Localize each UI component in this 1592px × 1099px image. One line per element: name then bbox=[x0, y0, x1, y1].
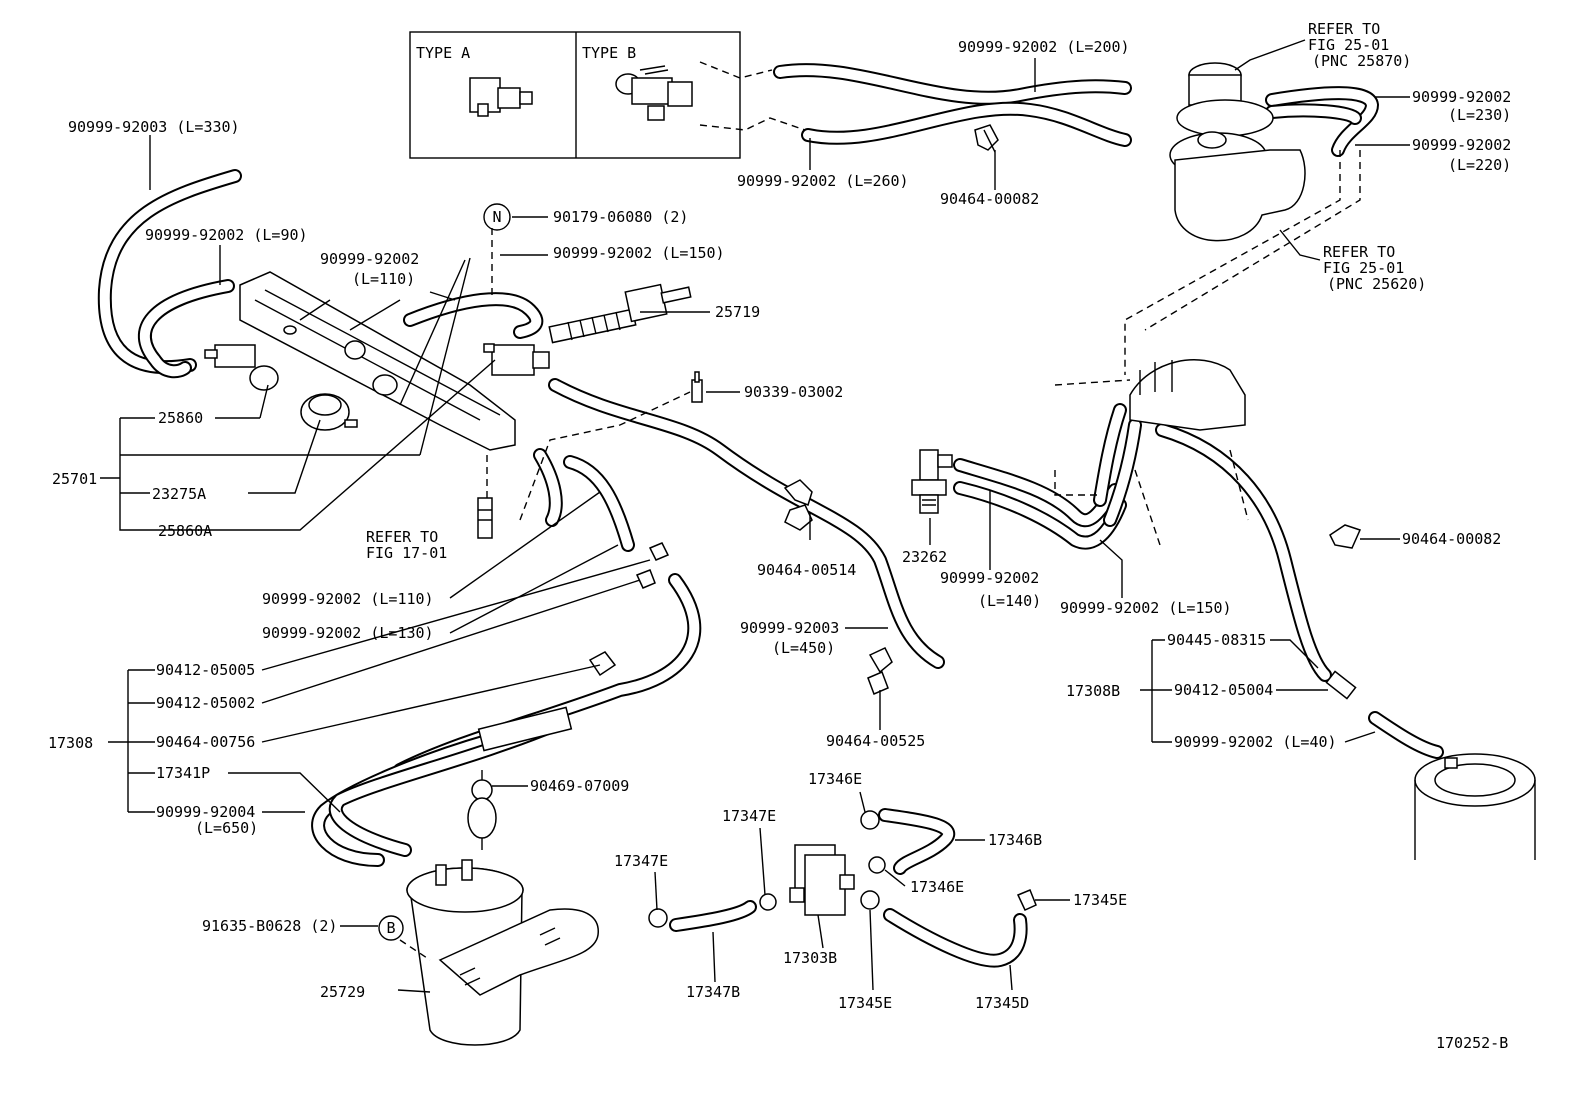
figure-code: 170252-B bbox=[1436, 1034, 1508, 1052]
mark-b: B bbox=[386, 919, 395, 937]
label-90999-92002-l90: 90999-92002 (L=90) bbox=[145, 226, 308, 244]
label-25719: 25719 bbox=[715, 303, 760, 321]
label-25860a: 25860A bbox=[158, 522, 212, 540]
label-90999-92002-l220-pn: 90999-92002 bbox=[1412, 136, 1511, 154]
label-refer-fig17-line2: FIG 17-01 bbox=[366, 544, 447, 562]
label-25701: 25701 bbox=[52, 470, 97, 488]
type-inset-box: TYPE A TYPE B bbox=[409, 31, 741, 159]
small-fittings bbox=[588, 542, 670, 677]
label-25860: 25860 bbox=[158, 409, 203, 427]
label-90469-07009: 90469-07009 bbox=[530, 777, 629, 795]
label-90999-92002-l130: 90999-92002 (L=130) bbox=[262, 624, 434, 642]
label-17346e-top: 17346E bbox=[808, 770, 862, 788]
fitting-90339 bbox=[691, 371, 703, 403]
filter-25719 bbox=[548, 283, 692, 344]
label-17308: 17308 bbox=[48, 734, 93, 752]
label-90464-00756: 90464-00756 bbox=[156, 733, 255, 751]
label-90999-92004-pn: 90999-92004 bbox=[156, 803, 255, 821]
label-17341p: 17341P bbox=[156, 764, 210, 782]
label-90464-00082-right: 90464-00082 bbox=[1402, 530, 1501, 548]
label-90999-92002-l40: 90999-92002 (L=40) bbox=[1174, 733, 1337, 751]
hoses bbox=[97, 63, 1444, 968]
label-23262: 23262 bbox=[902, 548, 947, 566]
leader-lines bbox=[100, 39, 1410, 993]
label-90464-00525: 90464-00525 bbox=[826, 732, 925, 750]
label-17345e-bottom: 17345E bbox=[838, 994, 892, 1012]
dashed-connectors bbox=[399, 61, 1361, 961]
label-90999-92002-l110-top-len: (L=110) bbox=[352, 270, 415, 288]
clamp-90464-00082-right bbox=[1329, 524, 1362, 549]
label-91635-b0628: 91635-B0628 (2) bbox=[202, 917, 337, 935]
label-90412-05004: 90412-05004 bbox=[1174, 681, 1273, 699]
valve-25870-assembly bbox=[1169, 62, 1306, 242]
label-refer-25620-line1: REFER TO bbox=[1323, 243, 1395, 261]
label-refer-25870-line2: FIG 25-01 bbox=[1308, 36, 1389, 54]
canister-25729 bbox=[406, 859, 599, 1046]
label-90999-92002-l150-top: 90999-92002 (L=150) bbox=[553, 244, 725, 262]
clamp-90464-00082-top bbox=[974, 124, 999, 153]
canister-right bbox=[1414, 753, 1536, 860]
vsv-23275a bbox=[300, 393, 358, 431]
filter-90469 bbox=[467, 770, 497, 850]
label-90999-92002-l150-right: 90999-92002 (L=150) bbox=[1060, 599, 1232, 617]
inset-type-b-label: TYPE B bbox=[582, 44, 636, 62]
label-17347e-b: 17347E bbox=[614, 852, 668, 870]
circled-marks: N B bbox=[378, 203, 511, 941]
label-17345d: 17345D bbox=[975, 994, 1029, 1012]
inset-type-a-label: TYPE A bbox=[416, 44, 470, 62]
vsv-17303b bbox=[789, 844, 855, 916]
label-90412-05002: 90412-05002 bbox=[156, 694, 255, 712]
label-90999-92002-l220-len: (L=220) bbox=[1448, 156, 1511, 174]
inset-type-a-vsv bbox=[469, 77, 533, 117]
label-90999-92002-l230-pn: 90999-92002 bbox=[1412, 88, 1511, 106]
label-17347b: 17347B bbox=[686, 983, 740, 1001]
label-refer-25620-line2: FIG 25-01 bbox=[1323, 259, 1404, 277]
label-90464-00514: 90464-00514 bbox=[757, 561, 856, 579]
label-90999-92004-len: (L=650) bbox=[195, 819, 258, 837]
throttle-body-25620 bbox=[1129, 359, 1246, 431]
label-17346b: 17346B bbox=[988, 831, 1042, 849]
fitting-refer-17-01 bbox=[477, 497, 493, 539]
label-refer-25870-line3: (PNC 25870) bbox=[1312, 52, 1411, 70]
label-90412-05005: 90412-05005 bbox=[156, 661, 255, 679]
label-90999-92002-l260: 90999-92002 (L=260) bbox=[737, 172, 909, 190]
clamp-90464-00525 bbox=[867, 647, 893, 695]
components bbox=[204, 62, 1536, 1046]
connector-90412-05004 bbox=[1325, 670, 1357, 700]
part-labels: 90999-92003 (L=330) 90999-92002 (L=90) 9… bbox=[48, 20, 1511, 1052]
label-90999-92002-l230-len: (L=230) bbox=[1448, 106, 1511, 124]
mark-n: N bbox=[492, 208, 501, 226]
label-90999-92002-l110-mid: 90999-92002 (L=110) bbox=[262, 590, 434, 608]
clips-17346e-17347e-17345e bbox=[648, 810, 1037, 928]
label-90999-92002-l110-top-pn: 90999-92002 bbox=[320, 250, 419, 268]
label-17345e-right: 17345E bbox=[1073, 891, 1127, 909]
label-17346e-bottom: 17346E bbox=[910, 878, 964, 896]
vsv-bracket-assembly bbox=[239, 271, 516, 451]
vsv-25860 bbox=[204, 344, 279, 391]
label-refer-fig17-line1: REFER TO bbox=[366, 528, 438, 546]
vsv-25860a bbox=[483, 343, 550, 376]
label-90999-92003-l450-len: (L=450) bbox=[772, 639, 835, 657]
label-23275a: 23275A bbox=[152, 485, 206, 503]
clamp-90464-00514 bbox=[783, 479, 813, 531]
label-90445-08315: 90445-08315 bbox=[1167, 631, 1266, 649]
label-90179-06080: 90179-06080 (2) bbox=[553, 208, 688, 226]
label-90999-92002-l200: 90999-92002 (L=200) bbox=[958, 38, 1130, 56]
label-90999-92002-l140-pn: 90999-92002 bbox=[940, 569, 1039, 587]
label-17347e-a: 17347E bbox=[722, 807, 776, 825]
label-refer-25870-line1: REFER TO bbox=[1308, 20, 1380, 38]
label-90339-03002: 90339-03002 bbox=[744, 383, 843, 401]
label-90999-92003-l450-pn: 90999-92003 bbox=[740, 619, 839, 637]
label-90999-92003-l330: 90999-92003 (L=330) bbox=[68, 118, 240, 136]
inset-type-b-vsv bbox=[615, 65, 693, 121]
label-90464-00082-top: 90464-00082 bbox=[940, 190, 1039, 208]
label-90999-92002-l140-len: (L=140) bbox=[978, 592, 1041, 610]
label-17308b: 17308B bbox=[1066, 682, 1120, 700]
label-refer-25620-line3: (PNC 25620) bbox=[1327, 275, 1426, 293]
label-25729: 25729 bbox=[320, 983, 365, 1001]
label-17303b: 17303B bbox=[783, 949, 837, 967]
sensor-23262 bbox=[911, 449, 953, 514]
